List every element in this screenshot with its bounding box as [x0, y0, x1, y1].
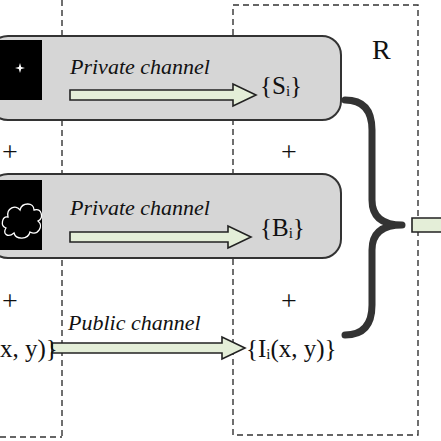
background-image	[0, 180, 42, 250]
set-label: {Sᵢ}	[260, 73, 302, 98]
image-set-label: {Iᵢ(x, y)}	[246, 336, 337, 361]
hollow-arrow	[412, 218, 441, 232]
hollow-arrow	[52, 337, 245, 359]
point-image	[0, 40, 42, 100]
image-set-label: x, y)}	[0, 336, 58, 361]
point-star	[15, 63, 25, 73]
plus-sign: +	[2, 287, 18, 315]
plus-sign: +	[2, 138, 18, 166]
channel-box: Private channel {Bᵢ}	[0, 173, 342, 259]
channel-label: Public channel	[68, 312, 201, 334]
curly-brace	[345, 100, 402, 335]
set-label: {Bᵢ}	[260, 215, 305, 240]
plus-sign: +	[281, 287, 297, 315]
channel-label: Private channel	[70, 56, 210, 78]
channel-label: Private channel	[70, 197, 210, 219]
cloud-outline	[2, 204, 41, 238]
plus-sign: +	[281, 138, 297, 166]
panel-letter: R	[372, 36, 391, 64]
dashed-border	[0, 436, 62, 437]
channel-box: Private channel {Sᵢ}	[0, 35, 342, 121]
